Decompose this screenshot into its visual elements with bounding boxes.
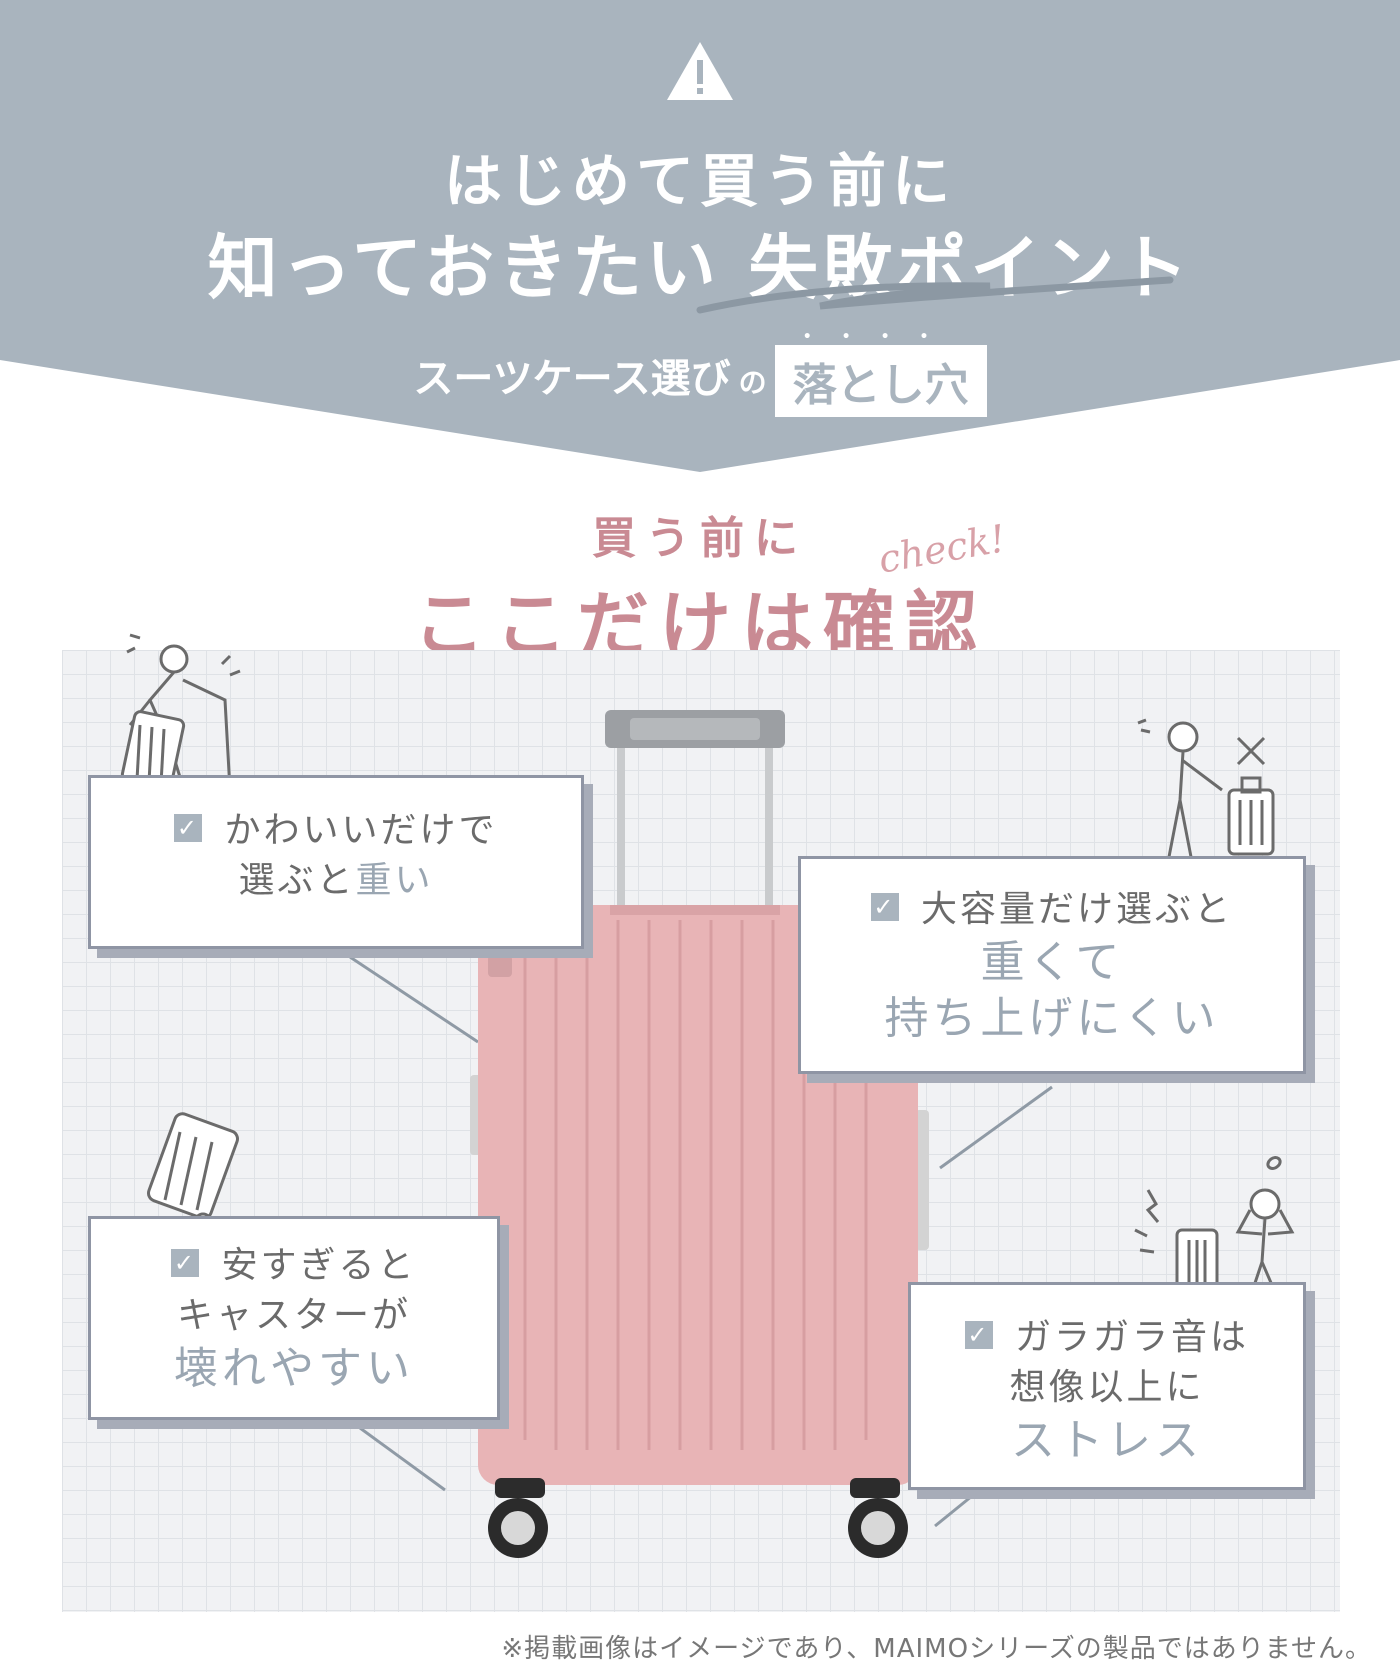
card4-line1: ✓ガラガラ音は [911,1313,1303,1363]
card2-line1: ✓大容量だけ選ぶと [801,885,1303,935]
title-line-1: はじめて買う前に [443,147,956,215]
card3-accent: 壊れやすい [174,1343,414,1394]
card2-accent1: 重くて [980,937,1124,988]
noise-stress-icon [1134,1156,1295,1293]
header-banner [0,0,1400,472]
card4-line2: 想像以上に [1009,1367,1205,1408]
check-small-heading: 買う前に [592,513,808,564]
broken-caster-icon [123,1112,239,1245]
checkbox-check-icon: ✓ [174,814,203,842]
person-lifting-icon [120,633,241,791]
checkbox-check-icon: ✓ [964,1321,993,1349]
card3-line2: キャスターが [176,1295,411,1336]
checkbox-check-icon: ✓ [870,893,899,921]
subtitle-highlight-box: •••• 落とし穴 [774,329,987,417]
connector-lines [349,955,1053,1528]
card1-line1: ✓かわいいだけで [91,806,581,856]
pitfall-card-cute: ✓かわいいだけで 選ぶと重い [88,775,584,949]
checkbox-check-icon: ✓ [171,1249,200,1277]
title-line-2: 知っておきたい 失敗ポイント [207,227,1193,309]
card3-line1: ✓安すぎると [91,1241,497,1291]
card2-accent2: 持ち上げにくい [884,993,1220,1044]
brush-underline [696,276,1174,314]
person-refusing-icon [1137,718,1275,863]
pitfall-card-capacity: ✓大容量だけ選ぶと 重くて 持ち上げにくい [798,856,1306,1074]
subtitle-highlight: 落とし穴 [792,360,969,411]
suitcase-handle [605,710,785,908]
card1-line2: 選ぶと重い [238,860,434,901]
pitfall-card-cheap: ✓安すぎると キャスターが 壊れやすい [88,1216,500,1420]
subtitle-particle: の [738,366,767,399]
suitcase-wheels [488,1478,908,1558]
subtitle-prefix: スーツケース選び [413,356,731,402]
warning-triangle-icon [667,42,733,100]
card4-accent: ストレス [1011,1415,1203,1466]
subtitle-row: スーツケース選びの •••• 落とし穴 [0,329,1400,417]
pitfall-card-noise: ✓ガラガラ音は 想像以上に ストレス [908,1282,1306,1490]
footnote: ※掲載画像はイメージであり、MAIMOシリーズの製品ではありません。 [501,1634,1372,1664]
emphasis-dots: •••• [802,329,959,345]
